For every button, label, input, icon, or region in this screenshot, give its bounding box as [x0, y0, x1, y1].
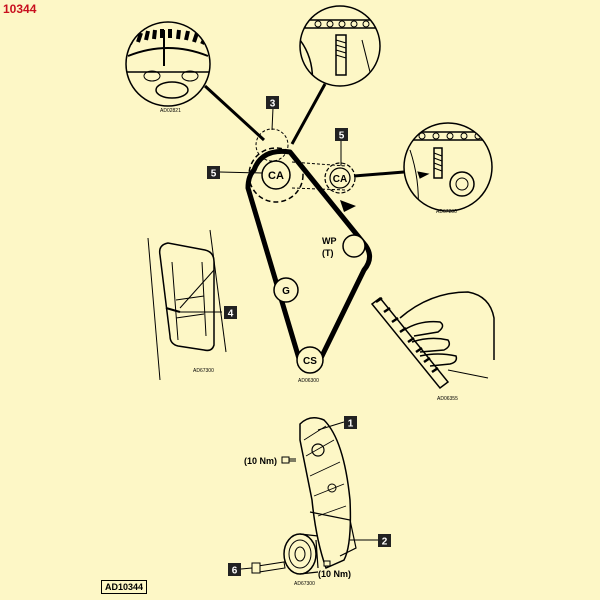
callout-2: 2: [350, 534, 391, 548]
cover-bolt-lower: [323, 560, 331, 567]
pulley-label-ca-left: CA: [268, 170, 284, 182]
callout-4: 4: [224, 306, 237, 320]
detail-tensioner-bracket: [147, 229, 227, 381]
image-code-right-mid: AD06355: [437, 396, 458, 402]
svg-text:5: 5: [339, 131, 345, 142]
callout-6: 6: [228, 563, 253, 577]
image-code-top-left: AD02821: [160, 108, 181, 114]
idler-pulley-g: G: [273, 277, 299, 303]
camshaft-pulley-left: CA: [248, 147, 304, 203]
timing-cover: [299, 417, 357, 570]
svg-text:3: 3: [270, 99, 276, 110]
camshaft-pulley-right: CA: [324, 162, 356, 194]
dashed-mark-circle: [255, 128, 289, 162]
callout-3: 3: [266, 96, 279, 131]
image-code-top-right: AD67200: [436, 209, 457, 215]
water-pump-pulley: WP (T): [322, 234, 366, 258]
leader-line-right: [353, 170, 405, 178]
leader-line-top-left: [203, 84, 266, 142]
detail-circle-camshaft-pin: [299, 5, 381, 87]
svg-text:2: 2: [382, 537, 388, 548]
figure-ref: AD10344: [101, 580, 148, 594]
crankshaft-damper-pulley: [283, 533, 319, 575]
pulley-label-wp: WP: [322, 236, 337, 246]
pulley-label-ca-right: CA: [333, 174, 347, 185]
detail-circle-camshaft-sprocket: AD02821: [125, 21, 211, 114]
image-code-bottom: AD67300: [294, 581, 315, 587]
torque-label-lower: (10 Nm): [318, 569, 351, 579]
svg-text:5: 5: [211, 169, 217, 180]
torque-label-upper: (10 Nm): [244, 456, 277, 466]
pulley-label-g: G: [282, 286, 290, 297]
svg-text:1: 1: [348, 419, 354, 430]
image-code-belt: AD06300: [298, 378, 319, 384]
detail-circle-crank-pin: AD67200: [403, 122, 493, 215]
callout-1: 1: [317, 416, 357, 431]
callout-5-right: 5: [335, 128, 348, 166]
image-code-left-mid: AD67300: [193, 368, 214, 374]
callout-5-left: 5: [207, 166, 263, 180]
svg-text:4: 4: [228, 309, 234, 320]
figure-id: 10344: [3, 2, 37, 16]
leader-line-top-right: [290, 83, 327, 145]
pulley-bolt: [251, 561, 286, 574]
cover-bolt-upper: [281, 456, 296, 464]
timing-belt: [245, 148, 372, 369]
rotation-arrow-icon: [340, 200, 356, 212]
pulley-label-cs: CS: [303, 356, 317, 367]
pulley-label-wp-sub: (T): [322, 248, 334, 258]
crankshaft-pulley: CS: [296, 346, 324, 374]
detail-hand-belt-check: [370, 291, 495, 390]
svg-text:6: 6: [232, 566, 238, 577]
